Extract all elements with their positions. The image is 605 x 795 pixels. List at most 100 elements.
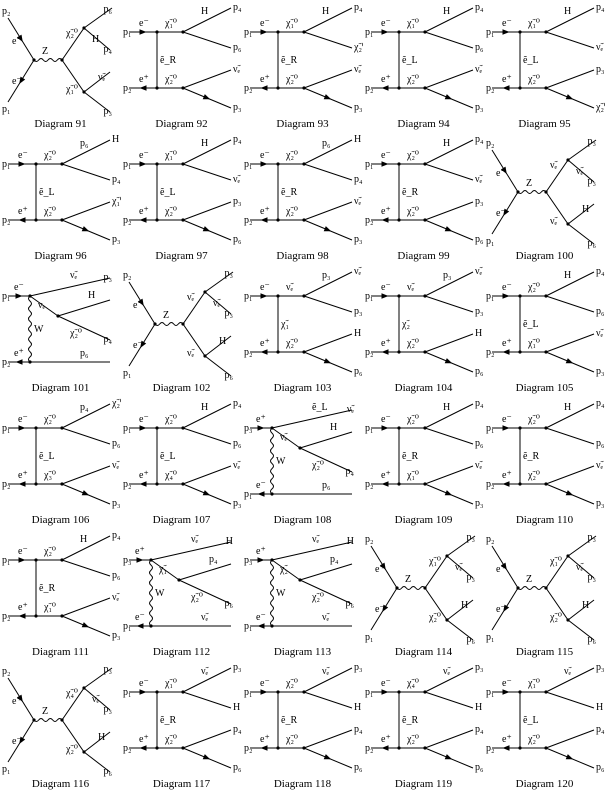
- momentum-label: H: [475, 328, 482, 339]
- particle-label: νₑ: [38, 300, 46, 311]
- momentum-label: p₂: [486, 138, 495, 149]
- momentum-label: p₁: [123, 423, 132, 434]
- particle-label: e⁺: [381, 206, 391, 217]
- particle-label: H: [219, 336, 226, 347]
- outgoing-line: [424, 333, 474, 353]
- momentum-label: ν̃ₑ: [233, 174, 242, 185]
- outgoing-line: [545, 69, 595, 89]
- momentum-label: p₄: [596, 266, 605, 277]
- outgoing-line: [303, 271, 353, 297]
- arrow: [502, 425, 510, 431]
- particle-label: H: [201, 402, 208, 413]
- momentum-label: p₃: [112, 630, 121, 641]
- momentum-label: p₄: [112, 174, 121, 185]
- propagator-line: [517, 190, 547, 194]
- propagator-label: ẽ_L: [160, 187, 176, 198]
- particle-label: ν̃ₑ: [322, 666, 331, 677]
- outgoing-line: [567, 159, 595, 183]
- momentum-label: p₄: [475, 724, 484, 735]
- particle-label: χ̃₂⁰: [43, 414, 56, 425]
- particle-label: χ̃₂⁰: [406, 338, 419, 349]
- momentum-label: p₆: [475, 366, 484, 377]
- outgoing-line: [182, 7, 232, 33]
- arrow: [18, 161, 26, 167]
- particle-label: e⁺: [12, 696, 22, 707]
- particle-label: H: [461, 600, 468, 611]
- diagram-caption: Diagram 118: [273, 778, 332, 790]
- particle-label: e⁺: [381, 74, 391, 85]
- momentum-label: p₆: [475, 234, 484, 245]
- momentum-label: p₆: [104, 766, 113, 777]
- propagator-label: W: [276, 456, 286, 467]
- arrow: [136, 623, 144, 629]
- momentum-label: p₁: [486, 423, 495, 434]
- arrow: [502, 349, 510, 355]
- particle-label: e⁻: [12, 76, 22, 87]
- momentum-label: p₃: [588, 572, 597, 583]
- arrow: [503, 208, 510, 216]
- particle-label: e⁺: [381, 338, 391, 349]
- diagram-caption: Diagram 119: [394, 778, 453, 790]
- particle-label: χ̃₂⁰: [43, 206, 56, 217]
- propagator-label: W: [276, 588, 286, 599]
- outgoing-line: [424, 7, 474, 33]
- particle-label: χ̃₂⁰: [311, 592, 324, 603]
- particle-label: e⁺: [14, 348, 24, 359]
- momentum-label: p₃: [354, 102, 363, 113]
- outgoing-line: [567, 139, 597, 161]
- particle-label: H: [92, 34, 99, 45]
- arrow: [257, 557, 265, 563]
- momentum-label: p₃: [596, 64, 605, 75]
- momentum-label: p₃: [475, 662, 484, 673]
- particle-label: H: [80, 534, 87, 545]
- momentum-label: p₃: [475, 196, 484, 207]
- outgoing-line: [424, 691, 474, 709]
- particle-label: χ̃₂⁰: [164, 414, 177, 425]
- particle-label: ν̃ₑ: [550, 160, 559, 171]
- arrow: [323, 754, 332, 760]
- outgoing-line: [424, 667, 474, 693]
- momentum-label: ν̃ₑ: [354, 196, 363, 207]
- particle-label: χ̃₂⁰: [164, 734, 177, 745]
- propagator-label: ẽ_R: [39, 583, 55, 594]
- outgoing-line: [303, 729, 353, 749]
- particle-label: χ̃₁⁰: [549, 556, 562, 567]
- particle-label: e⁺: [260, 338, 270, 349]
- outgoing-line: [545, 427, 595, 445]
- momentum-label: p₆: [588, 238, 597, 249]
- particle-label: χ̃₂⁰: [428, 612, 441, 623]
- momentum-label: ν̃ₑ: [475, 64, 484, 75]
- diagram-caption: Diagram 120: [515, 778, 574, 790]
- momentum-label: p₆: [112, 570, 121, 581]
- internal-line: [545, 191, 569, 225]
- outgoing-line: [182, 403, 232, 429]
- momentum-label: p₁: [365, 687, 374, 698]
- particle-label: H: [564, 270, 571, 281]
- particle-label: ν̃ₑ: [92, 694, 101, 705]
- propagator-line: [28, 295, 32, 363]
- outgoing-line: [446, 599, 474, 621]
- particle-label: ν̃ₑ: [191, 534, 200, 545]
- particle-label: e⁻: [502, 678, 512, 689]
- outgoing-line: [424, 271, 474, 297]
- momentum-label: p₁: [486, 291, 495, 302]
- outgoing-line: [303, 667, 353, 693]
- momentum-label: p₂: [486, 83, 495, 94]
- propagator-label: ẽ_L: [402, 55, 418, 66]
- outgoing-line: [424, 139, 474, 165]
- momentum-label: p₃: [354, 306, 363, 317]
- diagram-caption: Diagram 105: [515, 382, 574, 394]
- momentum-label: p₃: [225, 308, 234, 319]
- outgoing-line: [545, 271, 595, 297]
- particle-label: ν̃ₑ: [213, 298, 222, 309]
- outgoing-line: [303, 7, 353, 33]
- particle-label: χ̃₁⁰: [164, 678, 177, 689]
- momentum-label: p₆: [225, 370, 234, 381]
- momentum-label: p₂: [123, 479, 132, 490]
